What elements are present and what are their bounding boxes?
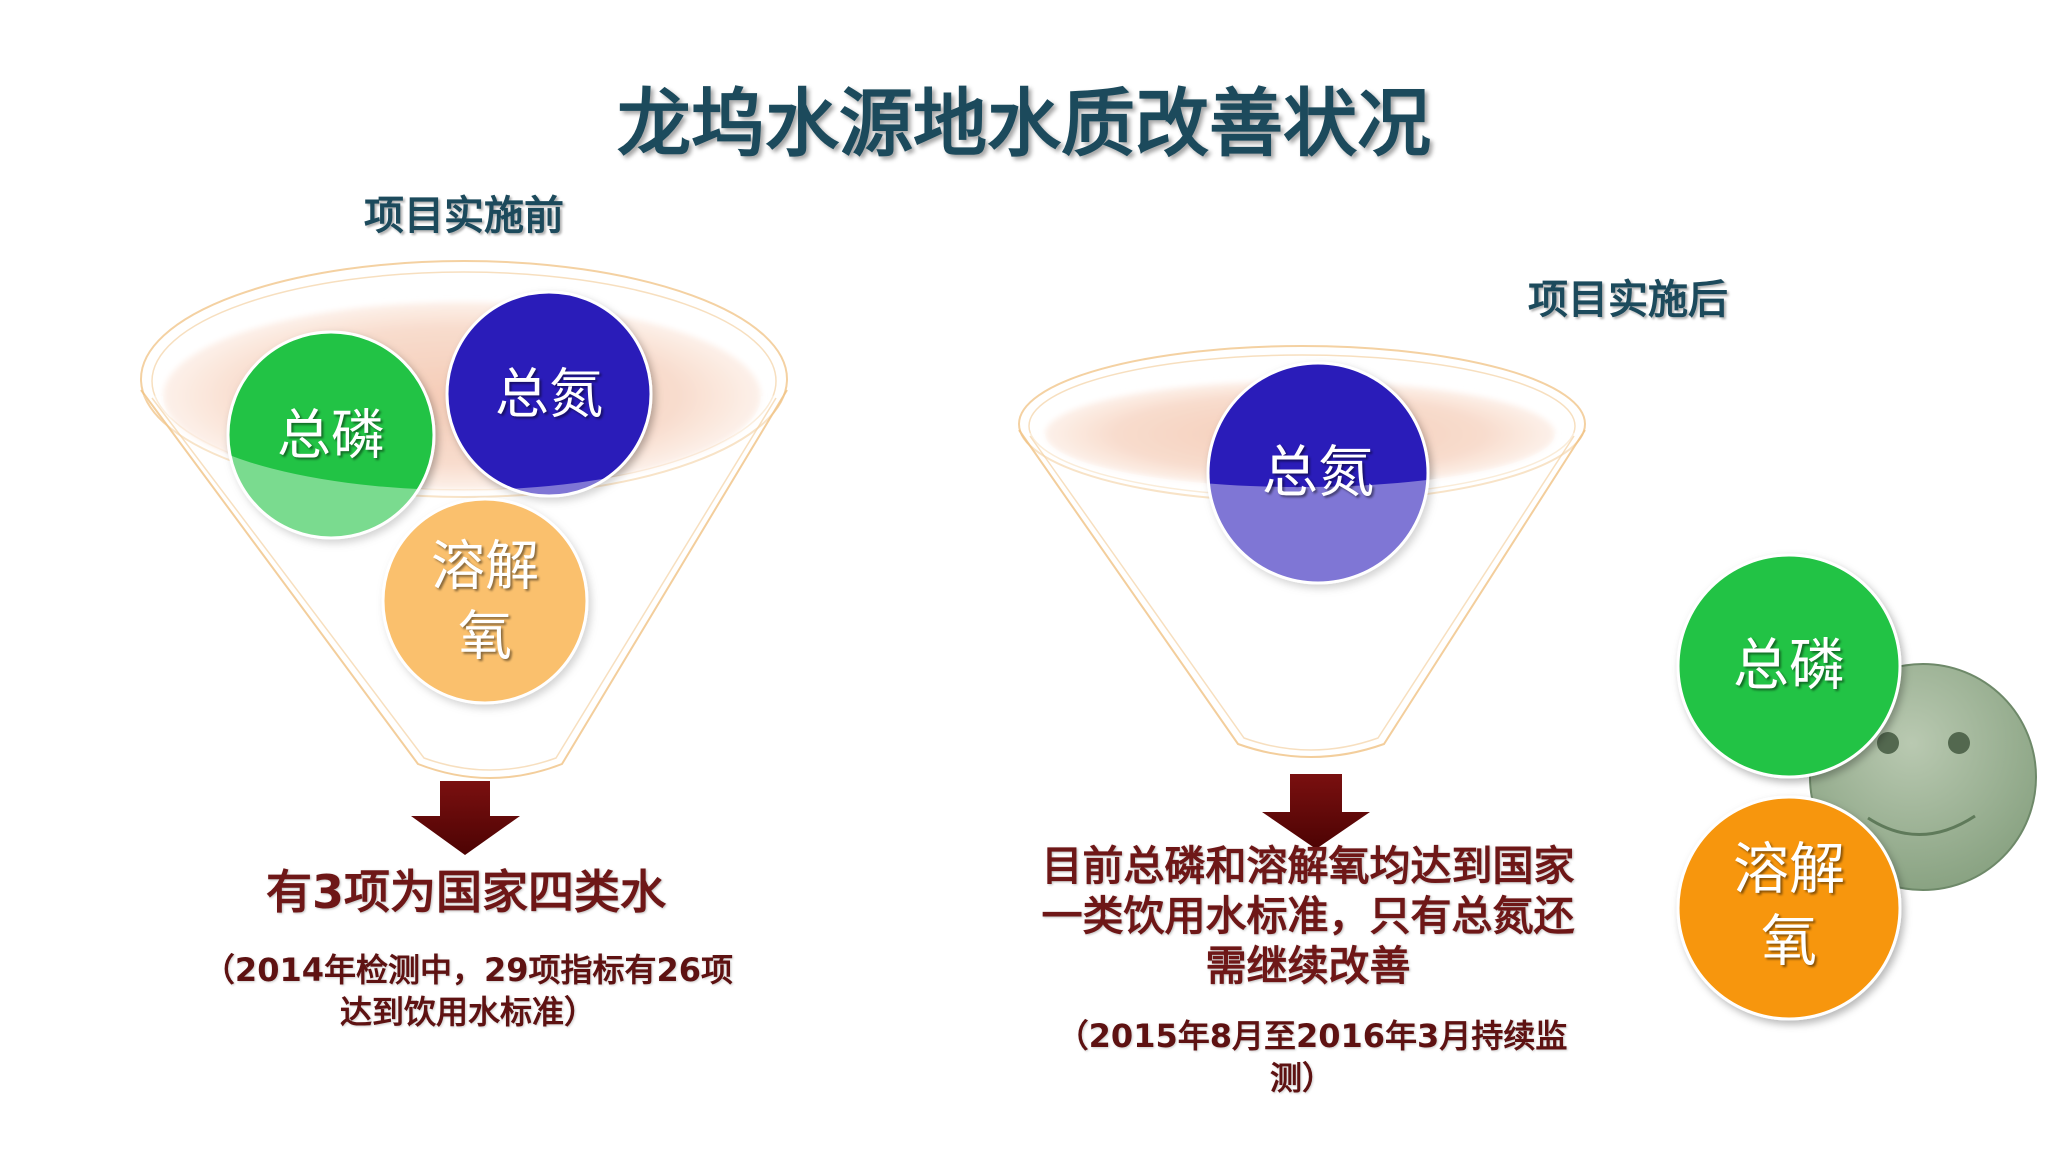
- passed-dissolved-oxygen-circle: [1676, 795, 1902, 1021]
- before-funnel: 总磷 总氮 溶解 氧: [140, 260, 788, 779]
- down-arrow-icon: [1262, 774, 1370, 849]
- before-note-line2: 达到饮用水标准）: [340, 993, 596, 1031]
- passed-phosphorus-label: 总磷: [1733, 634, 1845, 699]
- funnel-cone-inner-outline: [151, 397, 777, 771]
- before-heading: 项目实施前: [364, 193, 564, 239]
- after-result-line1: 目前总磷和溶解氧均达到国家: [1042, 842, 1575, 890]
- smiley-left-eye: [1877, 732, 1899, 754]
- after-result-line3: 需继续改善: [1206, 942, 1411, 990]
- funnel-glass-overlay: [1020, 432, 1584, 756]
- before-note-line1: （2014年检测中，29项指标有26项: [203, 951, 733, 989]
- down-arrow-icon: [411, 781, 520, 855]
- smiley-mouth: [1867, 814, 1976, 836]
- passed-dissolved-oxygen-label-line2: 氧: [1761, 910, 1817, 975]
- after-section: 项目实施后 总氮 目前总磷和溶解氧均达到国家 一类饮用水标准，只有总氮还 需继续…: [1018, 277, 2037, 1097]
- dissolved-oxygen-label-line2: 氧: [458, 605, 512, 668]
- funnel-cone-outline: [140, 389, 788, 779]
- after-heading: 项目实施后: [1528, 277, 1728, 323]
- phosphorus-circle: [226, 330, 436, 540]
- funnel-cone-outline: [1018, 429, 1586, 758]
- funnel-glass-overlay: [143, 395, 785, 777]
- funnel-rim-outer: [140, 260, 788, 498]
- after-note-line1: （2015年8月至2016年3月持续监: [1057, 1017, 1568, 1055]
- passed-phosphorus-circle: [1676, 553, 1902, 779]
- nitrogen-circle: [445, 290, 653, 498]
- after-result-line2: 一类饮用水标准，只有总氮还: [1042, 892, 1575, 940]
- page-title: 龙坞水源地水质改善状况: [617, 81, 1431, 167]
- nitrogen-label: 总氮: [495, 363, 603, 426]
- funnel-rim-inner: [151, 271, 777, 491]
- before-section: 项目实施前 总磷 总氮 溶解 氧 有3项为国家四类水 （2014年检测中，29项…: [140, 193, 788, 1031]
- dissolved-oxygen-circle: [381, 497, 589, 705]
- after-funnel: 总氮: [1018, 345, 1586, 758]
- nitrogen-label: 总氮: [1262, 441, 1374, 506]
- passed-dissolved-oxygen-label-line1: 溶解: [1733, 838, 1845, 903]
- phosphorus-label: 总磷: [277, 404, 385, 467]
- funnel-cone-inner-outline: [1029, 435, 1575, 751]
- before-result: 有3项为国家四类水: [266, 865, 667, 919]
- smiley-right-eye: [1948, 732, 1970, 754]
- after-note-line2: 测）: [1270, 1059, 1334, 1097]
- nitrogen-circle: [1206, 361, 1430, 585]
- dissolved-oxygen-label-line1: 溶解: [431, 535, 539, 598]
